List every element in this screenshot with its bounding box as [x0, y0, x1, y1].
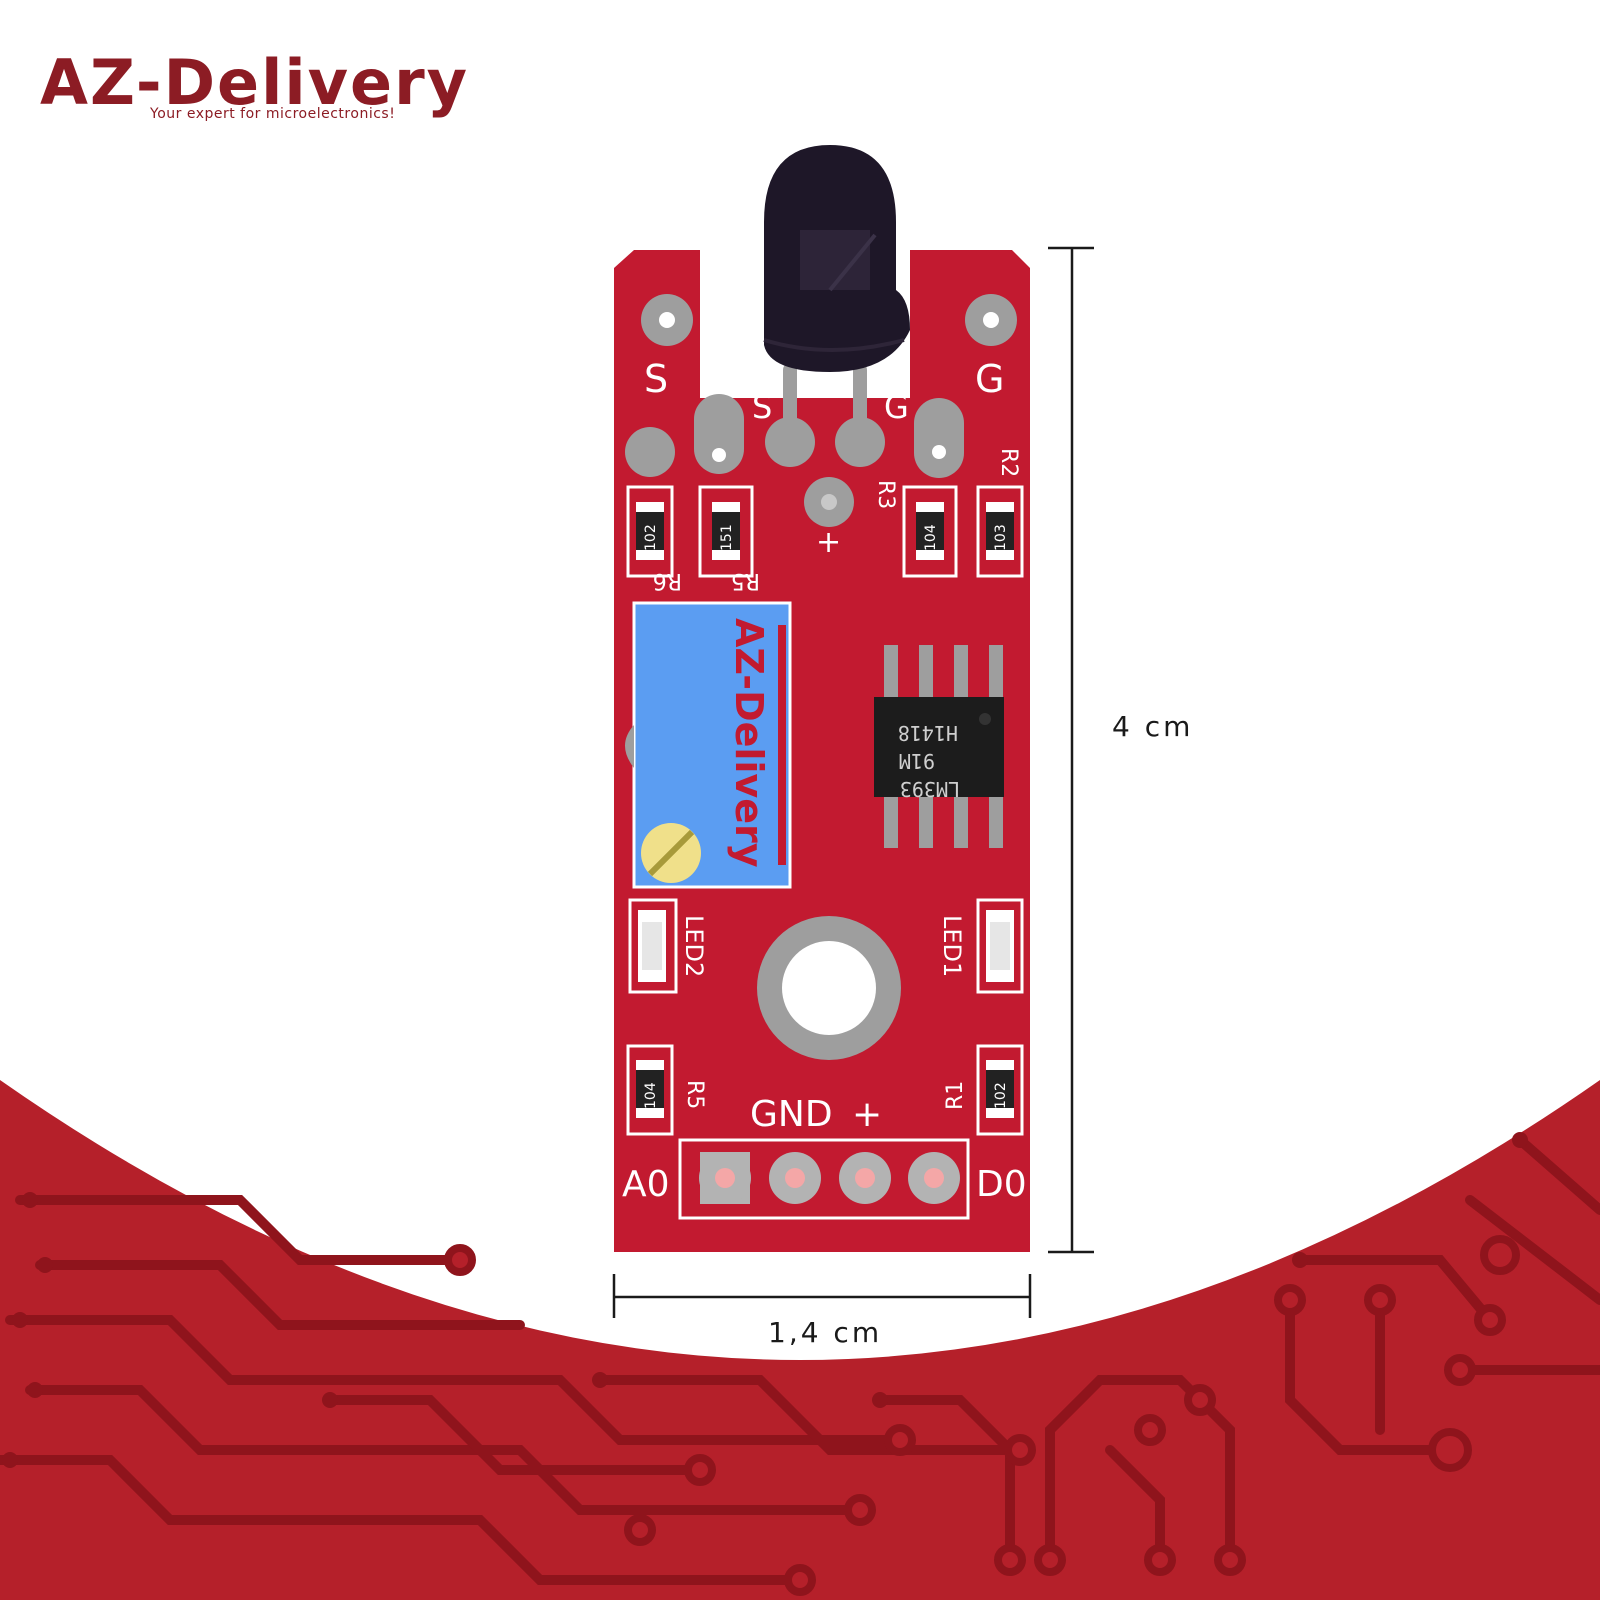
- height-dimension-label: 4 cm: [1112, 710, 1194, 743]
- header-plus-label: +: [852, 1094, 882, 1135]
- mounting-pads: [641, 294, 1017, 346]
- label-left-s: S: [644, 357, 668, 401]
- chip-marking-line3: LM393: [900, 777, 960, 801]
- pin-header: [678, 1138, 970, 1220]
- header-a0-label: A0: [622, 1164, 670, 1205]
- chip-marking-line2: 91M: [899, 749, 935, 773]
- width-dimension-label: 1,4 cm: [768, 1316, 883, 1349]
- brand-logo: AZ-Delivery: [40, 46, 470, 119]
- header-d0-label: D0: [976, 1164, 1027, 1205]
- potentiometer-brand: AZ-Delivery: [727, 618, 771, 868]
- lm393-chip: [874, 645, 1004, 848]
- resistor-r5-label: R5: [731, 568, 760, 593]
- label-plus: +: [816, 525, 841, 560]
- resistor-r1-label: R1: [943, 1081, 968, 1110]
- resistor-r3-label: R3: [873, 480, 898, 509]
- potentiometer: [625, 601, 792, 889]
- resistor-code-102: 102: [643, 524, 659, 551]
- label-inner-s: S: [752, 388, 772, 426]
- resistor-code-103: 103: [993, 524, 1009, 551]
- brand-tagline: Your expert for microelectronics!: [150, 106, 396, 122]
- resistor-code-102b: 102: [993, 1082, 1009, 1109]
- label-right-g: G: [975, 357, 1004, 401]
- led1-label: LED1: [938, 915, 966, 977]
- header-gnd-label: GND: [750, 1094, 833, 1135]
- ir-flame-sensor: [763, 145, 910, 372]
- resistor-r2-label: R2: [996, 448, 1021, 477]
- resistor-code-104: 104: [923, 524, 939, 551]
- resistor-code-151: 151: [719, 524, 735, 551]
- resistor-r6-label: R6: [653, 568, 682, 593]
- led2-label: LED2: [680, 915, 708, 977]
- resistor-code-104b: 104: [643, 1082, 659, 1109]
- label-inner-g: G: [884, 388, 909, 426]
- resistor-r5b-label: R5: [682, 1080, 707, 1109]
- chip-marking-line1: H1418: [898, 721, 958, 745]
